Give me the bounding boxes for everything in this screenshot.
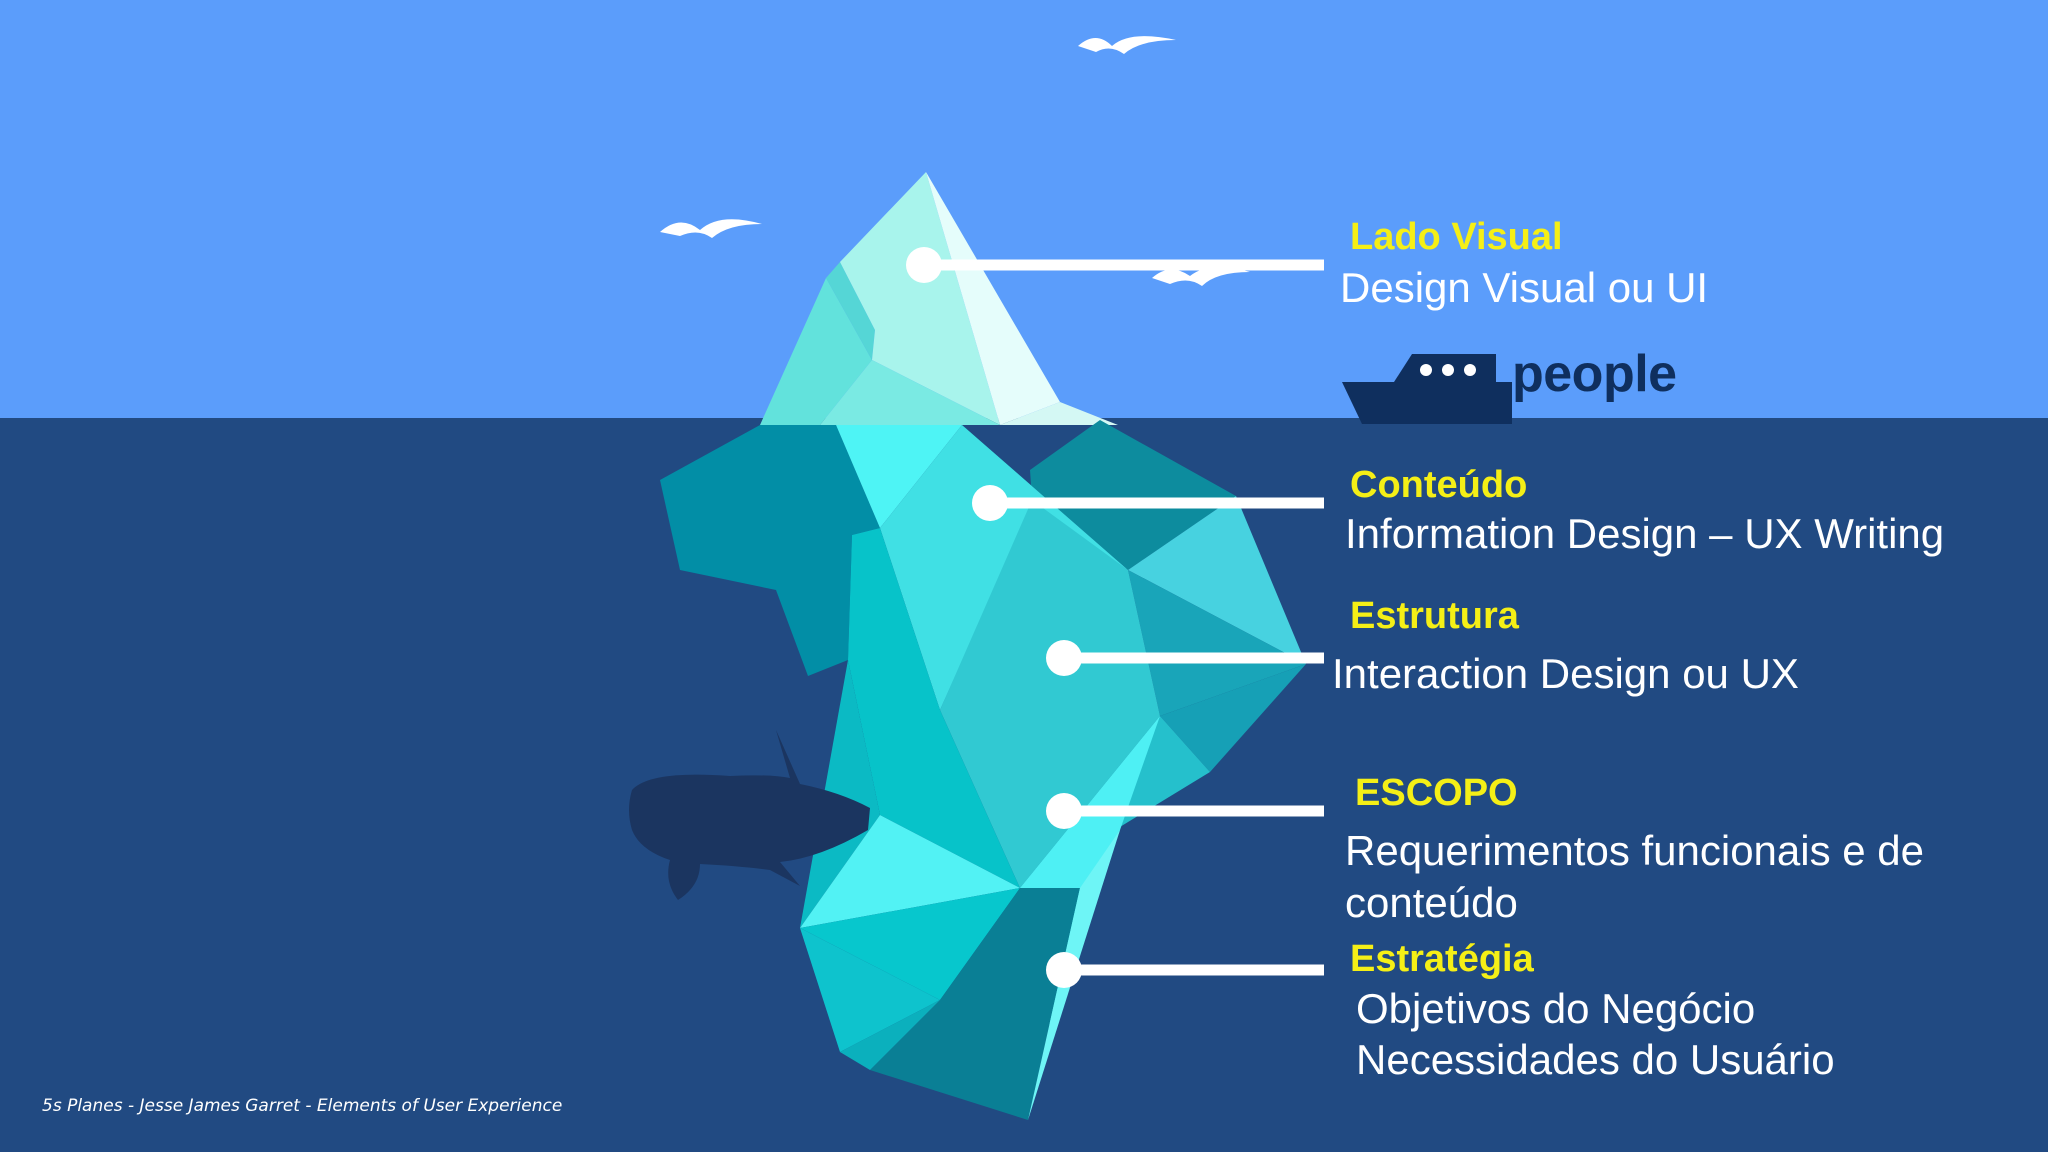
layer-title-escopo: ESCOPO [1355, 772, 1518, 814]
connector-lines [906, 247, 1324, 988]
layer-description-lado-visual: Design Visual ou UI [1340, 264, 1709, 311]
layer-title-estrategia: Estratégia [1350, 938, 1534, 980]
layer-title-lado-visual: Lado Visual [1350, 216, 1563, 258]
layer-description-escopo-line2: conteúdo [1345, 879, 1518, 926]
connector-dot-estrutura [1046, 640, 1082, 676]
connector-dot-escopo [1046, 793, 1082, 829]
seagull-icon [660, 219, 762, 238]
ship-icon [1342, 354, 1512, 424]
layer-description-estrutura: Interaction Design ou UX [1332, 650, 1799, 697]
iceberg-icon [660, 172, 1306, 1120]
layer-title-conteudo: Conteúdo [1350, 464, 1528, 506]
connector-dot-conteudo [972, 485, 1008, 521]
layer-description-estrategia-line2: Necessidades do Usuário [1356, 1036, 1835, 1083]
seagull-icon [1078, 36, 1176, 54]
credit-footer: 5s Planes - Jesse James Garret - Element… [42, 1096, 563, 1116]
seagull-icon [1152, 266, 1250, 286]
layer-description-estrategia-line1: Objetivos do Negócio [1356, 985, 1756, 1032]
layer-title-estrutura: Estrutura [1350, 595, 1519, 637]
layer-description-escopo-line1: Requerimentos funcionais e de [1345, 827, 1925, 874]
layer-description-conteudo: Information Design – UX Writing [1345, 510, 1945, 557]
connector-dot-lado-visual [906, 247, 942, 283]
orca-icon [629, 730, 870, 900]
people-brand-logo: people [1512, 345, 1677, 403]
connector-dot-estrategia [1046, 952, 1082, 988]
